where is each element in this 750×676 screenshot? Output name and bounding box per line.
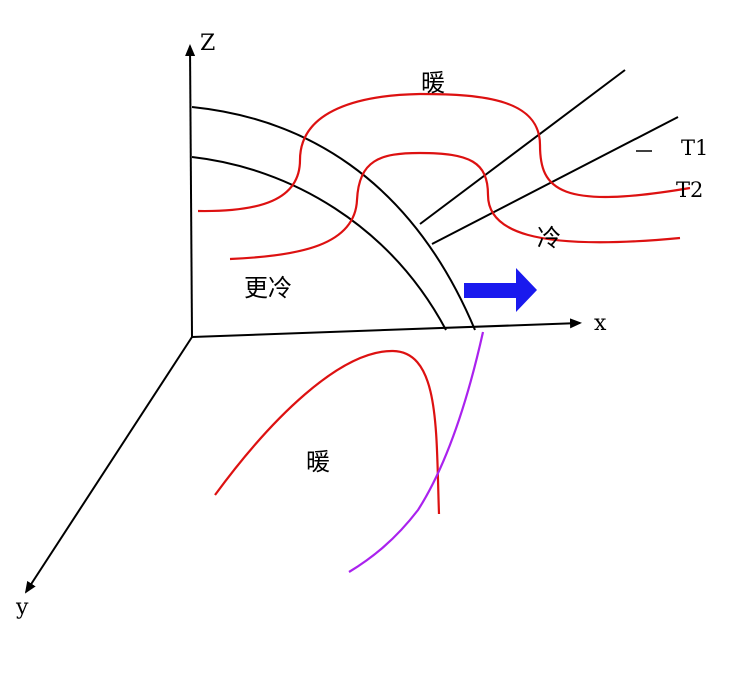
label-cold-right: 冷 xyxy=(537,224,561,252)
x-axis xyxy=(191,318,582,338)
label-colder: 更冷 xyxy=(244,274,292,302)
z-axis xyxy=(185,44,196,338)
isotherm-t2-curve xyxy=(229,151,681,261)
isotherm-t1-line xyxy=(419,69,626,225)
front-motion-arrow xyxy=(464,268,537,312)
surface-front-line xyxy=(348,331,485,573)
y-axis-label: y xyxy=(15,595,29,620)
front-surface-upper-boundary xyxy=(191,106,476,331)
label-warm-top: 暖 xyxy=(421,69,445,97)
x-axis-label: x xyxy=(594,311,607,336)
y-axis xyxy=(24,336,193,594)
front-surface-lower-boundary xyxy=(191,156,447,331)
label-isotherm-t2: T2 xyxy=(676,178,703,202)
z-axis-label: Z xyxy=(200,31,215,56)
surface-isotherm-curve xyxy=(214,349,441,515)
label-isotherm-t1: T1 xyxy=(681,136,708,160)
label-warm-bottom: 暖 xyxy=(306,448,330,476)
isotherm-t1-curve xyxy=(197,92,691,213)
isotherm-t2-line xyxy=(431,116,679,245)
